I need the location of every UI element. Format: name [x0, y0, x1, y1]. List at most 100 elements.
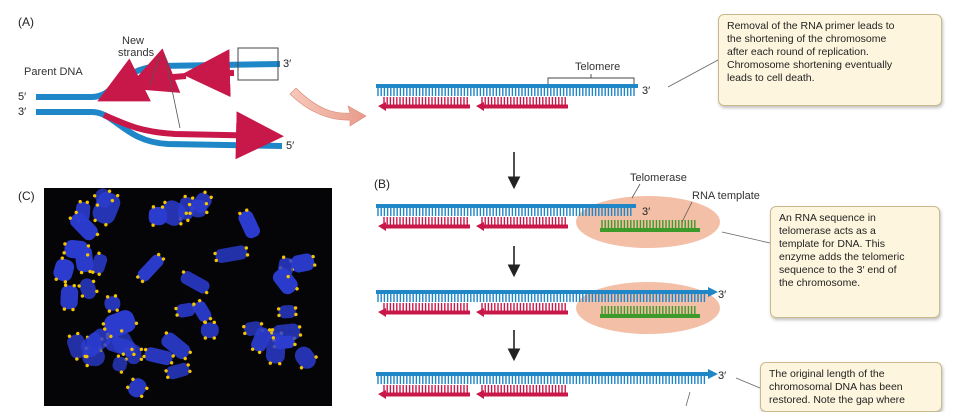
- leader-telomerase: [631, 183, 641, 199]
- telomere-spot: [188, 369, 192, 374]
- new-strand-arrowhead: [378, 308, 386, 317]
- label-3prime-step3: 3′: [718, 370, 727, 382]
- callout-line: Chromosome shortening eventually: [727, 59, 893, 71]
- parent-strand-bottom: [36, 109, 283, 149]
- chromosome: [80, 327, 113, 359]
- chromosome: [53, 256, 75, 284]
- chromosome: [91, 251, 108, 276]
- telomere-spot: [174, 306, 178, 311]
- telomere-spot: [294, 312, 298, 317]
- telomere-spot: [151, 205, 156, 209]
- telomere-spot: [95, 203, 100, 207]
- telomere-spot: [186, 363, 190, 367]
- new-strand-bar: [482, 224, 568, 229]
- telomere-spot: [101, 322, 106, 326]
- telomere-spot: [54, 277, 58, 281]
- label-3prime-step1: 3′: [642, 206, 651, 218]
- chromosome-body: [278, 305, 296, 319]
- telomerase-enzyme: [576, 196, 720, 248]
- parent-strand-bar: [376, 204, 636, 208]
- parent-strand-bar: [376, 372, 708, 376]
- telomere-spot: [71, 307, 75, 312]
- chromosome-body: [64, 240, 89, 259]
- chromosome-body: [53, 258, 75, 282]
- chromosome-body: [251, 327, 272, 352]
- label-rna-template: RNA template: [692, 190, 760, 202]
- telomere-spot: [79, 270, 84, 275]
- parent-strand-arrowhead: [708, 369, 718, 379]
- telomere-spot: [60, 256, 64, 260]
- telomere-spot: [166, 375, 170, 379]
- callout-line: restored. Note the gap where: [769, 394, 905, 406]
- telomere-spot: [62, 251, 66, 255]
- leader-new-strands-1: [149, 55, 161, 86]
- chromosome: [77, 278, 99, 300]
- chromosome-body: [70, 212, 98, 241]
- telomere-spot: [204, 290, 209, 295]
- new-strand-arrowhead: [378, 222, 386, 231]
- chromosome-body: [294, 346, 316, 369]
- telomere-spot: [91, 270, 95, 274]
- telomere-spot: [163, 200, 167, 205]
- telomere-spot: [142, 354, 146, 359]
- chromosome-body: [67, 334, 88, 359]
- label-5prime-top: 5′: [18, 91, 27, 103]
- chromosome-body: [290, 253, 315, 273]
- label-5prime-bottom: 5′: [286, 140, 295, 152]
- telomere-spot: [268, 361, 272, 365]
- callout-line: telomerase acts as a: [779, 225, 876, 237]
- chromosome-body: [180, 271, 210, 294]
- new-strand-lagging-3: [97, 58, 151, 102]
- chromosome-body: [277, 257, 294, 277]
- chromosome-body: [215, 245, 248, 263]
- chromosome: [104, 294, 121, 313]
- chromosome: [112, 354, 128, 374]
- telomere-spot: [299, 366, 304, 370]
- chromosome: [60, 283, 79, 312]
- telomere-spot: [160, 205, 165, 209]
- telomere-spot: [119, 370, 124, 374]
- chromosome-body: [128, 378, 147, 398]
- label-3prime-zoom: 3′: [642, 85, 651, 97]
- chromosome: [68, 210, 100, 241]
- chromosome: [270, 323, 303, 342]
- telomere-spot: [145, 386, 149, 391]
- telomere-spot: [213, 251, 217, 256]
- chromosome-ends: [376, 84, 720, 399]
- telomere-spot: [197, 298, 202, 303]
- new-strand-bar: [384, 310, 470, 315]
- telomere-spot: [192, 302, 196, 306]
- chromosome-body: [189, 199, 207, 218]
- replication-fork: [36, 47, 284, 160]
- chromosome: [180, 270, 210, 295]
- parent-strand-bar: [376, 290, 708, 294]
- new-strand-leading: [102, 111, 284, 160]
- chromosome-body: [148, 206, 167, 226]
- callout-line: after each round of replication.: [727, 46, 869, 58]
- new-strand-lagging-1: [182, 49, 235, 98]
- new-strand-bar: [482, 392, 568, 397]
- chromosome-body: [60, 285, 79, 310]
- label-telomere: Telomere: [575, 61, 621, 73]
- chromosome-body: [137, 254, 164, 282]
- chromosome: [67, 331, 88, 361]
- micrograph-image: [53, 188, 318, 399]
- telomere-spot: [297, 325, 302, 329]
- telomere-spot: [143, 347, 148, 352]
- leader-new-strands-2: [164, 55, 181, 129]
- callout-line: sequence to the 3′ end of: [779, 264, 897, 276]
- callout-line: The original length of the: [769, 368, 885, 380]
- telomere-spot: [188, 211, 192, 216]
- telomere-spot: [121, 352, 126, 356]
- chromosome: [161, 331, 192, 361]
- callout-restored: The original length of the chromosomal D…: [760, 362, 942, 412]
- leader-rna-template: [681, 201, 693, 223]
- callout-line: template for DNA. This: [779, 238, 886, 250]
- telomere-spot: [107, 309, 112, 313]
- chromosome: [277, 255, 294, 279]
- telomere-spot: [183, 356, 187, 361]
- telomere-spot: [181, 270, 186, 274]
- callout-primer-removal: Removal of the RNA primer leads to the s…: [718, 14, 942, 106]
- telomere-spot: [130, 347, 134, 352]
